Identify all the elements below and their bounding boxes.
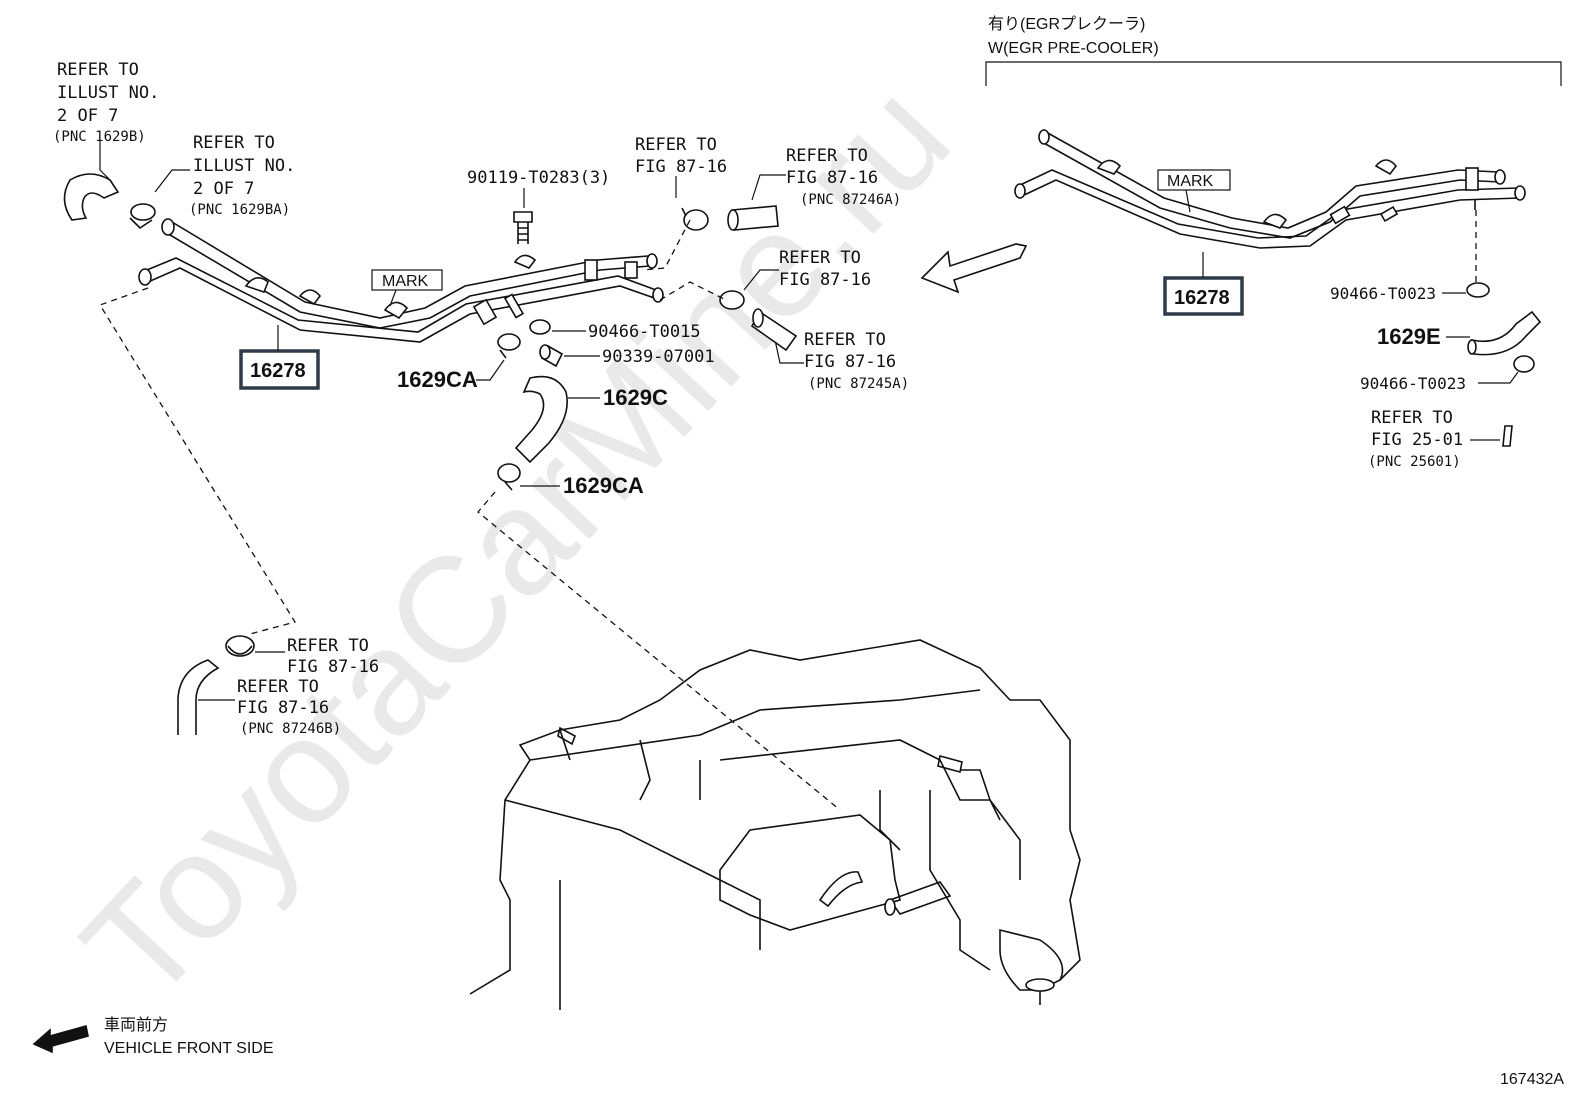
refer-1629ba-leader (154, 169, 190, 193)
clip-90466-t0015-label: 90466-T0015 (588, 322, 701, 342)
clamp-low-icon (225, 635, 255, 657)
mark-box-right (1157, 169, 1231, 191)
refer-fig-right: REFER TO FIG 25-01 (PNC 25601) (1368, 408, 1463, 470)
clip-90466-t0015-icon (529, 319, 551, 335)
svg-text:REFER TO: REFER TO (804, 330, 886, 350)
svg-text:REFER TO: REFER TO (779, 248, 861, 268)
dash-leader-mid (659, 281, 727, 301)
svg-text:FIG 25-01: FIG 25-01 (1371, 430, 1463, 450)
svg-text:REFER TO: REFER TO (193, 133, 275, 153)
figure-id: 167432A (1500, 1071, 1564, 1088)
clip-right-bottom-label: 90466-T0023 (1360, 374, 1466, 393)
egr-label-jp: 有り(EGRプレクーラ) (988, 15, 1145, 33)
clamp-mid-icon (719, 290, 745, 310)
hose-mid-end (752, 308, 764, 328)
hose-1629e-icon (1471, 310, 1542, 356)
pipe-left-number: 16278 (250, 360, 306, 382)
clamp-top-icon (683, 209, 709, 231)
svg-text:FIG 87-16: FIG 87-16 (287, 657, 379, 677)
svg-text:2 OF 7: 2 OF 7 (57, 106, 118, 126)
hose-top-icon (731, 205, 779, 231)
refer-fig-mid-a: REFER TO FIG 87-16 (779, 248, 871, 290)
svg-text:REFER TO: REFER TO (1371, 408, 1453, 428)
plug-90339-icon (539, 344, 564, 368)
mark-label-left: MARK (382, 273, 429, 290)
refer-fig-mid-a-leader (743, 269, 779, 291)
mark-label-right: MARK (1167, 173, 1214, 190)
svg-text:FIG 87-16: FIG 87-16 (237, 698, 329, 718)
svg-text:ILLUST NO.: ILLUST NO. (57, 83, 159, 103)
refer-fig-top-b-leader (751, 174, 786, 201)
refer-fig-low-b: REFER TO FIG 87-16 (PNC 87246B) (237, 677, 341, 737)
svg-text:(PNC 1629BA): (PNC 1629BA) (189, 202, 290, 218)
mark-leader-left (389, 289, 397, 307)
bolt-icon (513, 211, 533, 244)
bolt-part-number: 90119-T0283(3) (467, 168, 610, 188)
clamp-upper-label: 1629CA (397, 367, 478, 392)
svg-text:(PNC 87246A): (PNC 87246A) (800, 192, 901, 208)
clip-right-top-label: 90466-T0023 (1330, 284, 1436, 303)
refer-fig-top-b: REFER TO FIG 87-16 (PNC 87246A) (786, 146, 901, 208)
hose-1629e-end (1467, 339, 1477, 355)
svg-text:REFER TO: REFER TO (635, 135, 717, 155)
mark-leader-right (1185, 189, 1191, 213)
refer-fig-low-a: REFER TO FIG 87-16 (287, 636, 379, 677)
pipe-left-box (239, 349, 320, 390)
dash-leader-top (641, 219, 691, 271)
clip-right-bottom-icon (1513, 355, 1535, 373)
pipe-right-number: 16278 (1174, 287, 1230, 309)
svg-text:(PNC 25601): (PNC 25601) (1368, 454, 1461, 470)
clamp-lower-label: 1629CA (563, 473, 644, 498)
hose-1629c-label: 1629C (603, 385, 668, 410)
svg-text:REFER TO: REFER TO (237, 677, 319, 697)
mark-box-left (371, 269, 443, 291)
refer-fig-top-a: REFER TO FIG 87-16 (635, 135, 727, 177)
direction-arrow-icon (920, 243, 1028, 294)
svg-text:2 OF 7: 2 OF 7 (193, 179, 254, 199)
svg-text:(PNC 87246B): (PNC 87246B) (240, 721, 341, 737)
egr-label-en: W(EGR PRE-COOLER) (988, 40, 1159, 57)
refer-illust-1629ba: REFER TO ILLUST NO. 2 OF 7 (PNC 1629BA) (189, 133, 295, 218)
svg-text:(PNC 87245A): (PNC 87245A) (808, 376, 909, 392)
svg-text:FIG 87-16: FIG 87-16 (804, 352, 896, 372)
vehicle-front-en: VEHICLE FRONT SIDE (104, 1040, 274, 1057)
clamp-top-tab (681, 207, 687, 217)
water-pipe-left (138, 218, 664, 343)
svg-text:FIG 87-16: FIG 87-16 (786, 168, 878, 188)
svg-text:REFER TO: REFER TO (786, 146, 868, 166)
engine-block-outline (469, 639, 1081, 1010)
svg-text:ILLUST NO.: ILLUST NO. (193, 156, 295, 176)
vehicle-front-arrow-icon (32, 1024, 89, 1054)
hose-1629b-icon (63, 173, 120, 221)
hose-1629c-icon (514, 375, 568, 464)
hose-top-end (727, 209, 739, 231)
pipe-stub-right-icon (1502, 425, 1513, 447)
clamp-upper-leader (476, 359, 505, 381)
vehicle-front-jp: 車両前方 (104, 1016, 168, 1034)
clamp-1629ba-icon (129, 203, 156, 230)
svg-text:REFER TO: REFER TO (287, 636, 369, 656)
plug-90339-label: 90339-07001 (602, 347, 715, 367)
clip-right-top-icon (1466, 282, 1490, 298)
svg-text:(PNC 1629B): (PNC 1629B) (53, 129, 146, 145)
clamp-1629ca-lower-icon (497, 463, 521, 491)
hose-low-icon (177, 659, 220, 735)
svg-text:FIG 87-16: FIG 87-16 (779, 270, 871, 290)
clamp-1629ca-upper-icon (497, 333, 521, 359)
refer-illust-1629b: REFER TO ILLUST NO. 2 OF 7 (PNC 1629B) (53, 60, 159, 145)
refer-fig-mid-b-leader (774, 339, 804, 364)
dash-leader-engine-right (477, 491, 841, 811)
svg-text:FIG 87-16: FIG 87-16 (635, 157, 727, 177)
clip-right-bottom-leader (1478, 371, 1519, 384)
dash-leader-engine-left (99, 287, 297, 635)
svg-text:REFER TO: REFER TO (57, 60, 139, 80)
water-pipe-right (1014, 129, 1526, 249)
egr-bracket (985, 61, 1562, 86)
refer-fig-mid-b: REFER TO FIG 87-16 (PNC 87245A) (804, 330, 909, 392)
hose-1629e-label: 1629E (1377, 324, 1441, 349)
